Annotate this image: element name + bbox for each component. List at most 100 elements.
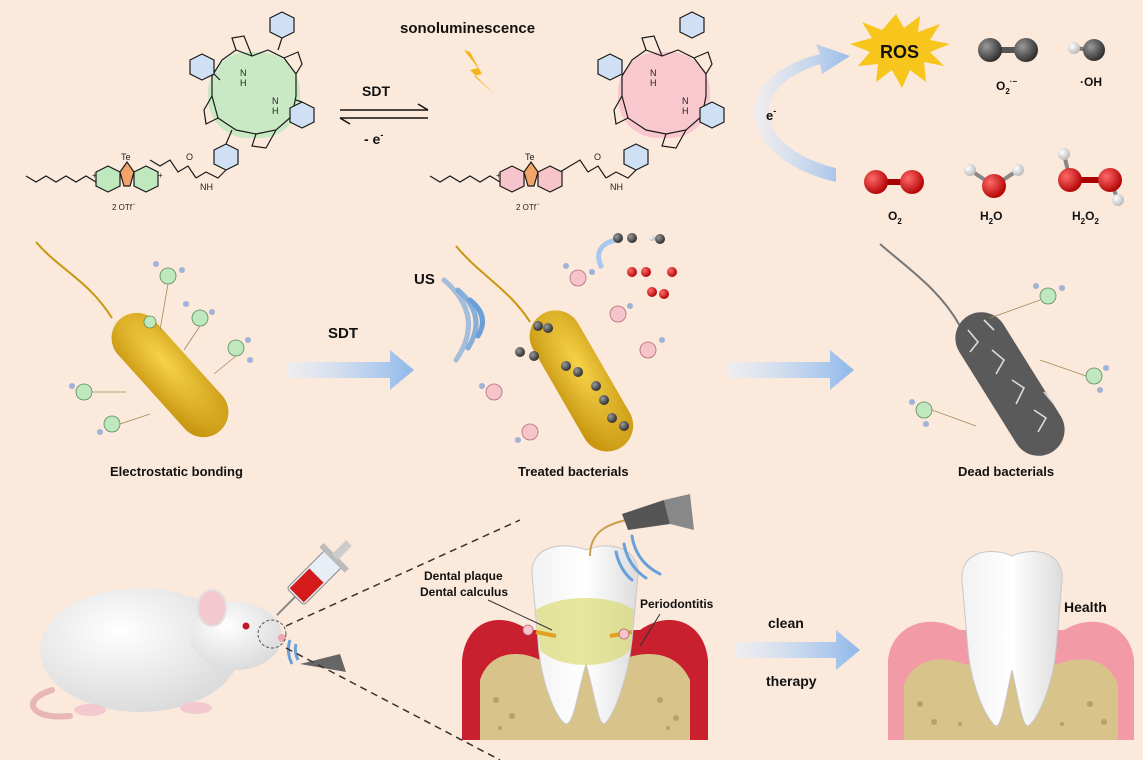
therapy-label: therapy bbox=[766, 673, 817, 689]
rat-ear bbox=[197, 589, 227, 627]
lightning-bolt-icon bbox=[464, 50, 494, 94]
n-label: N bbox=[650, 68, 657, 78]
bone-healthy bbox=[904, 659, 1118, 740]
step2-label: Treated bacterials bbox=[518, 464, 629, 479]
phenyl-ring bbox=[597, 53, 623, 81]
bone-diseased bbox=[480, 654, 690, 740]
oxygen-label: O2 bbox=[888, 209, 902, 226]
nh-label: N bbox=[272, 96, 279, 106]
kill-process-arrow bbox=[728, 350, 854, 390]
photosensitizer-icon bbox=[639, 341, 657, 359]
molecule-pink: N H N H NH O Te + 2 OTf− bbox=[429, 11, 725, 212]
counterion-label: 2 OTf− bbox=[112, 202, 136, 212]
photosensitizer-icon bbox=[485, 383, 503, 401]
healthy-tooth bbox=[888, 550, 1134, 740]
plus-charge: + bbox=[158, 171, 163, 180]
step3-label: Dead bacterials bbox=[958, 464, 1054, 479]
sdt-process-arrow bbox=[288, 350, 414, 390]
counterion-label: 2 OTf− bbox=[516, 202, 540, 212]
porphyrin-core-green bbox=[208, 52, 300, 138]
h-label: H bbox=[650, 78, 657, 88]
phenyl-ring bbox=[213, 143, 239, 171]
photosensitizer-icon bbox=[227, 339, 245, 357]
photosensitizer-icon bbox=[521, 423, 539, 441]
bacterium-body bbox=[529, 310, 634, 452]
n-label: N bbox=[682, 96, 689, 106]
ros-burst-label: ROS bbox=[880, 42, 919, 62]
periodontitis-label: Periodontitis bbox=[640, 597, 714, 611]
photosensitizer-icon bbox=[75, 383, 93, 401]
amide-nh-label: NH bbox=[200, 182, 213, 192]
water-molecule-icon bbox=[964, 164, 1024, 198]
phenyl-ring bbox=[289, 101, 315, 129]
sdt-equilibrium: SDT - e- bbox=[339, 83, 429, 147]
superoxide-label: O2·− bbox=[996, 77, 1017, 96]
sdt-top-label: SDT bbox=[362, 83, 390, 99]
phenyl-ring bbox=[269, 11, 295, 39]
plaque-pointer bbox=[487, 599, 553, 631]
bacterium-electrostatic bbox=[35, 241, 253, 438]
pyridinium-ring bbox=[133, 165, 159, 193]
zoom-line bbox=[285, 519, 521, 627]
step1-label: Electrostatic bonding bbox=[110, 464, 243, 479]
sonoluminescence-label: sonoluminescence bbox=[400, 20, 535, 37]
ultrasonic-scaler-icon bbox=[589, 494, 694, 582]
ultrasound-waves-icon bbox=[441, 277, 485, 363]
hydroxyl-molecule-icon bbox=[1068, 39, 1105, 61]
phenyl-ring bbox=[189, 53, 215, 81]
photosensitizer-icon bbox=[191, 309, 209, 327]
periodontitis-pointer bbox=[639, 613, 661, 647]
rat-body bbox=[40, 588, 240, 712]
plus-charge: + bbox=[496, 171, 501, 180]
rat-eye bbox=[242, 622, 250, 630]
te-label: Te bbox=[121, 152, 131, 162]
ros-burst-icon bbox=[850, 14, 950, 88]
therapy-arrow bbox=[736, 630, 860, 670]
ultrasonic-scaler-small-icon bbox=[286, 639, 346, 672]
photosensitizer-icon bbox=[915, 401, 933, 419]
rat-illustration bbox=[30, 588, 287, 720]
phenyl-ring bbox=[679, 11, 705, 39]
zoom-circle bbox=[257, 619, 287, 649]
porphyrin-core-pink bbox=[618, 52, 710, 138]
peroxide-molecule-icon bbox=[1058, 148, 1124, 206]
photosensitizer-icon bbox=[1039, 287, 1057, 305]
pyridinium-ring bbox=[499, 165, 525, 193]
nh-label: N bbox=[240, 68, 247, 78]
electron-transfer-arrow: e- bbox=[753, 44, 850, 182]
amide-nh-label: NH bbox=[610, 182, 623, 192]
mini-ros-icons bbox=[596, 233, 677, 299]
sdt-arrow-label: SDT bbox=[328, 325, 358, 342]
photosensitizer-icon bbox=[103, 415, 121, 433]
h-label: H bbox=[682, 106, 689, 116]
water-label: H2O bbox=[980, 209, 1002, 226]
minus-e-label: - e- bbox=[364, 130, 383, 147]
oxygen-molecule-icon bbox=[864, 170, 924, 194]
peroxide-label: H2O2 bbox=[1072, 209, 1099, 226]
photosensitizer-icon bbox=[1085, 367, 1103, 385]
molecule-green: N H N H NH O Te + + 2 OTf− bbox=[25, 11, 315, 212]
bacterium-dead bbox=[879, 243, 1109, 456]
phenyl-ring bbox=[623, 143, 649, 171]
pyridinium-ring bbox=[95, 165, 121, 193]
ros-legend: ROS O2·− ·OH O2 H2O bbox=[850, 14, 1124, 226]
dead-bacterium-body bbox=[955, 312, 1065, 456]
photosensitizer-icon bbox=[143, 315, 157, 329]
plaque-layer bbox=[536, 598, 634, 665]
carbonyl-o-label: O bbox=[186, 152, 193, 162]
zoom-line bbox=[285, 647, 501, 760]
tooth-healthy bbox=[961, 550, 1063, 727]
plaque-label: Dental plaque bbox=[424, 569, 503, 583]
syringe-icon bbox=[276, 540, 352, 616]
bacterium-body bbox=[111, 312, 229, 438]
health-label: Health bbox=[1064, 599, 1107, 615]
tellurophene-ring bbox=[119, 160, 135, 187]
photosensitizer-icon bbox=[159, 267, 177, 285]
bacterium-treated bbox=[455, 245, 665, 452]
superoxide-molecule-icon bbox=[978, 38, 1038, 62]
clean-label: clean bbox=[768, 615, 804, 631]
plus-charge: + bbox=[92, 171, 97, 180]
carbonyl-o-label: O bbox=[594, 152, 601, 162]
photosensitizer-icon bbox=[569, 269, 587, 287]
